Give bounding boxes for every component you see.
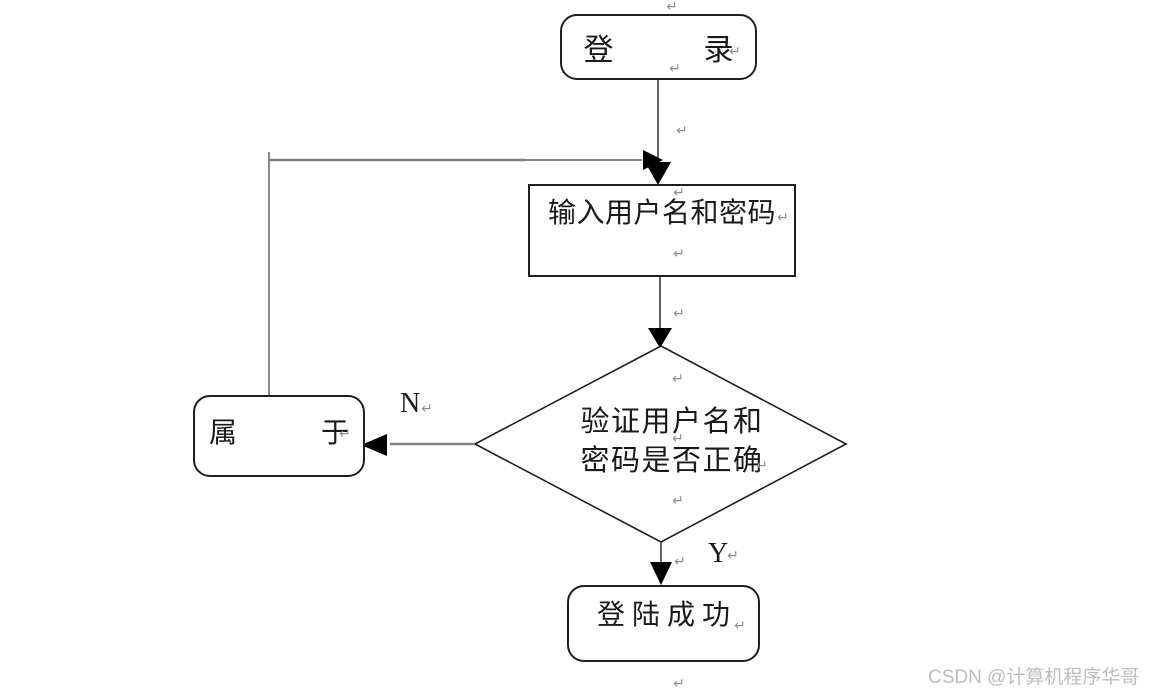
paragraph-mark-icon: ↵ xyxy=(669,61,681,77)
paragraph-mark-icon: ↵ xyxy=(729,44,741,60)
paragraph-mark-icon: ↵ xyxy=(673,185,685,201)
node-verify-label-line1: 验证用户名和 xyxy=(580,406,764,438)
node-login-label: 登 录 xyxy=(583,34,734,67)
paragraph-mark-icon: ↵ xyxy=(727,548,739,564)
node-belong-label: 属 于 xyxy=(208,418,349,449)
arrowhead-right-junction-icon xyxy=(643,150,663,170)
paragraph-mark-icon: ↵ xyxy=(756,458,768,474)
paragraph-mark-icon: ↵ xyxy=(672,493,684,509)
node-input-credentials-label: 输入用户名和密码 xyxy=(547,197,776,229)
node-verify-label: 验证用户名和 密码是否正确 xyxy=(527,403,817,481)
node-login-success: 登 陆 成 功 xyxy=(567,585,760,662)
paragraph-mark-icon: ↵ xyxy=(666,0,678,15)
arrowhead-down-into-input-icon xyxy=(645,162,671,185)
paragraph-mark-icon: ↵ xyxy=(421,401,433,417)
paragraph-mark-icon: ↵ xyxy=(672,431,684,447)
paragraph-mark-icon: ↵ xyxy=(734,618,746,634)
paragraph-mark-icon: ↵ xyxy=(672,371,684,387)
arrowhead-down-into-diamond-icon xyxy=(648,328,672,348)
paragraph-mark-icon: ↵ xyxy=(676,123,688,139)
node-belong: 属 于 xyxy=(193,395,365,477)
arrowhead-left-into-belong-icon xyxy=(361,434,387,456)
paragraph-mark-icon: ↵ xyxy=(673,246,685,262)
edge-label-yes: Y xyxy=(708,538,729,569)
paragraph-mark-icon: ↵ xyxy=(673,306,685,322)
arrowhead-down-into-success-icon xyxy=(650,562,672,585)
watermark-text: CSDN @计算机程序华哥 xyxy=(928,667,1140,688)
paragraph-mark-icon: ↵ xyxy=(673,676,685,692)
node-input-credentials: 输入用户名和密码 xyxy=(528,184,796,277)
edge-label-no: N xyxy=(400,388,421,419)
paragraph-mark-icon: ↵ xyxy=(674,554,686,570)
paragraph-mark-icon: ↵ xyxy=(339,426,351,442)
node-login-success-label: 登 陆 成 功 xyxy=(596,599,730,631)
node-login: 登 录 xyxy=(560,14,757,80)
paragraph-mark-icon: ↵ xyxy=(777,210,789,226)
node-verify-label-line2: 密码是否正确 xyxy=(580,445,764,477)
